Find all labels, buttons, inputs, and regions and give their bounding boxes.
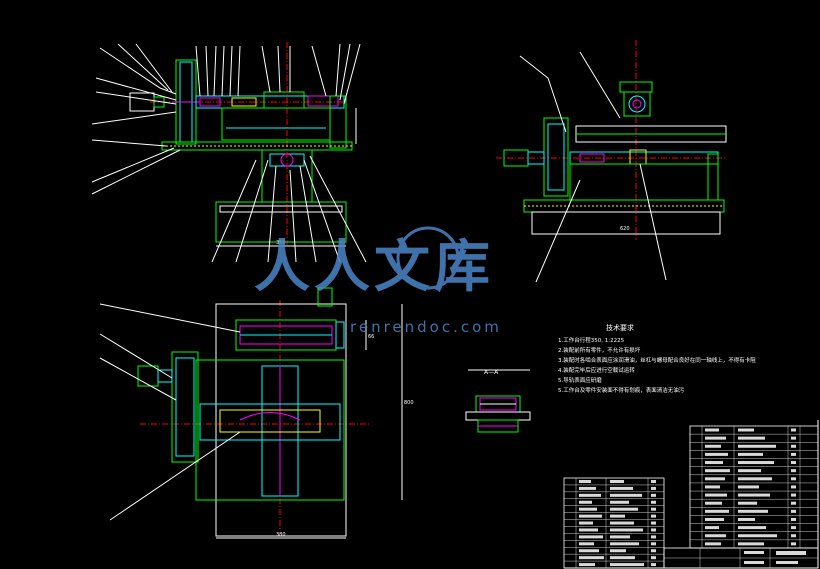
top-view bbox=[99, 287, 403, 539]
dim-right-height: 800 bbox=[404, 400, 414, 406]
parts-list-right bbox=[689, 425, 819, 549]
notes-heading: 技术要求 bbox=[606, 323, 634, 332]
watermark-url: renrendoc.com bbox=[350, 318, 502, 336]
side-view bbox=[496, 40, 727, 283]
dim-inner-h: 66 bbox=[368, 334, 374, 340]
dim-top-width: 350 bbox=[276, 240, 286, 246]
title-block bbox=[663, 547, 819, 569]
section-detail bbox=[465, 369, 531, 433]
notes-line: 2.装配前所有零件，不允许有损坏 bbox=[558, 346, 641, 354]
notes-lines: 1.工作台行程350, 1:2225 2.装配前所有零件，不允许有损坏 3.装配时各… bbox=[558, 336, 756, 394]
parts-list-left bbox=[563, 477, 665, 569]
notes-line: 1.工作台行程350, 1:2225 bbox=[558, 336, 625, 344]
watermark-brand: 人人文库 bbox=[254, 235, 494, 300]
notes-line: 4.装配完毕后应进行空载试运转 bbox=[558, 366, 635, 374]
watermark: 人人文库 renrendoc.com bbox=[254, 226, 502, 336]
dim-bottom-width: 380 bbox=[276, 532, 286, 538]
front-view bbox=[91, 42, 367, 263]
notes-line: 3.装配时各啮合表面应涂润滑油，丝杠与螺母配合良好在同一轴线上，不得有卡阻 bbox=[558, 356, 756, 364]
notes-line: 5.导轨表面应研磨 bbox=[558, 376, 602, 384]
section-label: A—A bbox=[484, 369, 499, 376]
notes-line: 5.工作台及零件安装面不得有划痕，表面清洁无油污 bbox=[558, 386, 685, 394]
dim-side-base: 620 bbox=[620, 226, 630, 232]
